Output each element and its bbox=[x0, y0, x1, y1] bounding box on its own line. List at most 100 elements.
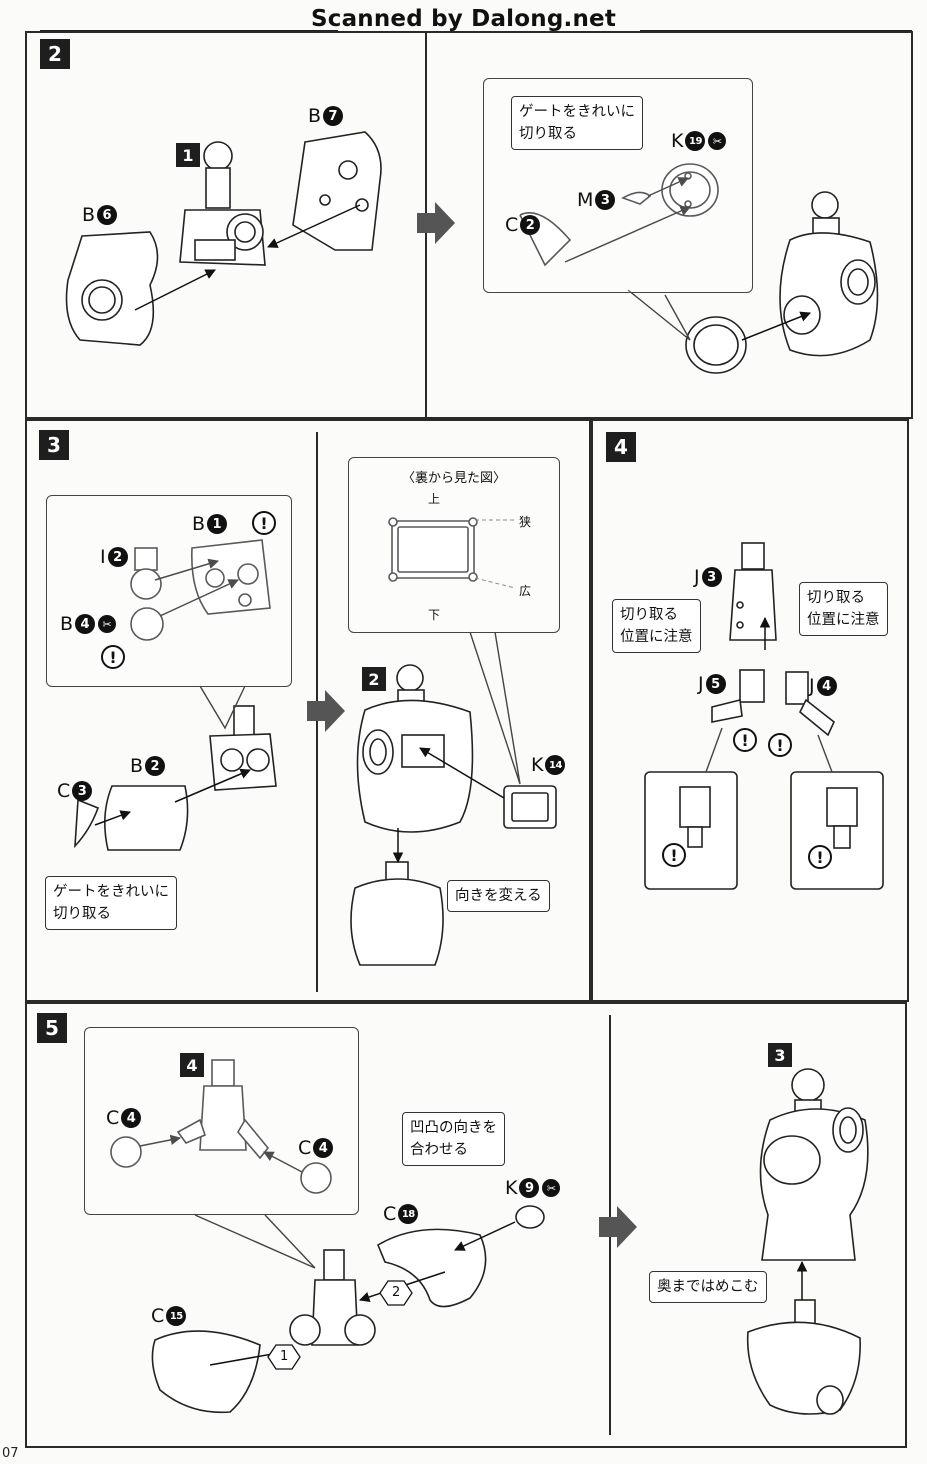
part-label-b7: B 7 bbox=[308, 105, 344, 127]
part-label-c2: C 2 bbox=[505, 214, 541, 236]
part-label-m3: M 3 bbox=[577, 189, 616, 211]
part-label-b2: B 2 bbox=[130, 755, 166, 777]
torso-step3 bbox=[356, 664, 474, 833]
torso-final bbox=[759, 1068, 869, 1261]
part-number: 18 bbox=[398, 1204, 419, 1224]
part-number: 3 bbox=[72, 781, 93, 801]
step-3-panel bbox=[25, 419, 591, 1002]
step-2-badge: 2 bbox=[40, 39, 70, 69]
page-number: 07 bbox=[2, 1446, 19, 1461]
part-label-k19: K 19 ✂ bbox=[671, 130, 727, 152]
part-number: 1 bbox=[207, 514, 228, 534]
part-label-i2: I 2 bbox=[100, 546, 128, 568]
part-letter: K bbox=[531, 754, 544, 776]
part-number: 3 bbox=[595, 190, 616, 210]
part-letter: M bbox=[577, 189, 594, 211]
back-view-box bbox=[348, 457, 560, 633]
part-number: 3 bbox=[701, 567, 722, 587]
part-number: 2 bbox=[520, 215, 541, 235]
part-letter: B bbox=[130, 755, 144, 777]
warning-icon: ! bbox=[662, 843, 686, 867]
assembly-step5-left bbox=[289, 1249, 376, 1346]
step-5-panel bbox=[25, 1002, 907, 1448]
part-number: 4 bbox=[121, 1108, 142, 1128]
part-label-c4-right: C 4 bbox=[298, 1137, 334, 1159]
part-number: 6 bbox=[97, 205, 118, 225]
step4-pointer-j4 bbox=[817, 734, 833, 773]
part-label-k9: K 9 ✂ bbox=[505, 1177, 561, 1199]
part-c15-shell bbox=[151, 1330, 261, 1414]
part-k14-frame bbox=[503, 785, 557, 829]
arrow-c4-left bbox=[139, 1134, 182, 1147]
part-letter: C bbox=[298, 1137, 312, 1159]
warning-icon: ! bbox=[768, 733, 792, 757]
step-3-badge: 3 bbox=[39, 430, 69, 460]
step-3-detail-box bbox=[46, 495, 292, 687]
part-label-c15: C 15 bbox=[151, 1305, 187, 1327]
part-b4-ball bbox=[130, 607, 164, 641]
part-letter: B bbox=[192, 513, 206, 535]
part-j4-joint bbox=[785, 671, 835, 737]
part-k19 bbox=[661, 163, 719, 217]
step2-detail-pointer bbox=[627, 289, 691, 341]
part-number: 14 bbox=[545, 755, 566, 775]
back-view-bottom-label: 下 bbox=[428, 608, 441, 622]
part-number: 7 bbox=[323, 106, 344, 126]
part-letter: J bbox=[809, 675, 815, 697]
back-view-frame bbox=[388, 517, 478, 582]
callout-line: 凹凸の向きを bbox=[410, 1120, 497, 1136]
callout-line: 位置に注意 bbox=[807, 612, 880, 628]
arrow-c2 bbox=[564, 206, 691, 263]
part-c3 bbox=[74, 798, 100, 849]
part-letter: C bbox=[151, 1305, 165, 1327]
part-c4-ball-right bbox=[300, 1162, 332, 1194]
part-letter: J bbox=[698, 673, 704, 695]
part-number: 4 bbox=[816, 676, 837, 696]
arrow-k14 bbox=[419, 747, 505, 799]
part-b2-shell bbox=[104, 785, 189, 851]
back-view-title: 〈裏から見た図〉 bbox=[402, 471, 507, 486]
ref-assembly-2-badge: 2 bbox=[362, 667, 386, 691]
cut-icon: ✂ bbox=[98, 615, 117, 633]
step-2-panel bbox=[25, 31, 913, 419]
cut-icon: ✂ bbox=[708, 132, 727, 150]
part-i2-ball bbox=[130, 547, 162, 600]
arrow-i2 bbox=[154, 558, 220, 581]
part-number: 2 bbox=[145, 756, 166, 776]
callout-line: 切り取る bbox=[519, 126, 577, 142]
assembly-4-crossjoint bbox=[176, 1059, 270, 1160]
callout-line: 位置に注意 bbox=[620, 629, 693, 645]
order-1-marker bbox=[267, 1344, 301, 1370]
part-label-c4-left: C 4 bbox=[106, 1107, 142, 1129]
cut-icon: ✂ bbox=[542, 1179, 561, 1197]
callout-line: 切り取る bbox=[53, 906, 111, 922]
arrow-c3 bbox=[94, 810, 131, 826]
chest-disc bbox=[685, 316, 747, 374]
torso-upper-right bbox=[779, 191, 879, 357]
step-3-gate-callout: ゲートをきれいに 切り取る bbox=[45, 876, 177, 930]
step-5-badge: 5 bbox=[37, 1013, 67, 1043]
next-step-arrow-icon bbox=[417, 202, 455, 244]
step5-detail-pointer bbox=[194, 1214, 316, 1269]
part-label-c3: C 3 bbox=[57, 780, 93, 802]
step4-pointer-j5 bbox=[705, 727, 723, 773]
part-letter: B bbox=[308, 105, 322, 127]
arrow-chest-disc bbox=[741, 311, 811, 341]
part-number: 4 bbox=[313, 1138, 334, 1158]
part-label-b4: B 4 ✂ bbox=[60, 613, 117, 635]
arrow-b4 bbox=[159, 579, 239, 617]
callout-line: 合わせる bbox=[410, 1142, 468, 1158]
ref-assembly-1-badge: 1 bbox=[176, 143, 200, 167]
waist-final bbox=[746, 1299, 861, 1415]
callout-line: 切り取る bbox=[807, 590, 865, 606]
arrow-k9 bbox=[454, 1221, 516, 1251]
part-label-b1: B 1 bbox=[192, 513, 228, 535]
callout-line: ゲートをきれいに bbox=[519, 104, 635, 120]
part-letter: J bbox=[694, 566, 700, 588]
insert-fully-callout: 奥まではめこむ bbox=[649, 1271, 767, 1303]
part-number: 5 bbox=[705, 674, 726, 694]
ref-assembly-3-badge: 3 bbox=[768, 1043, 792, 1067]
order-2-marker bbox=[379, 1280, 413, 1306]
assembly-step3-left bbox=[209, 705, 277, 791]
